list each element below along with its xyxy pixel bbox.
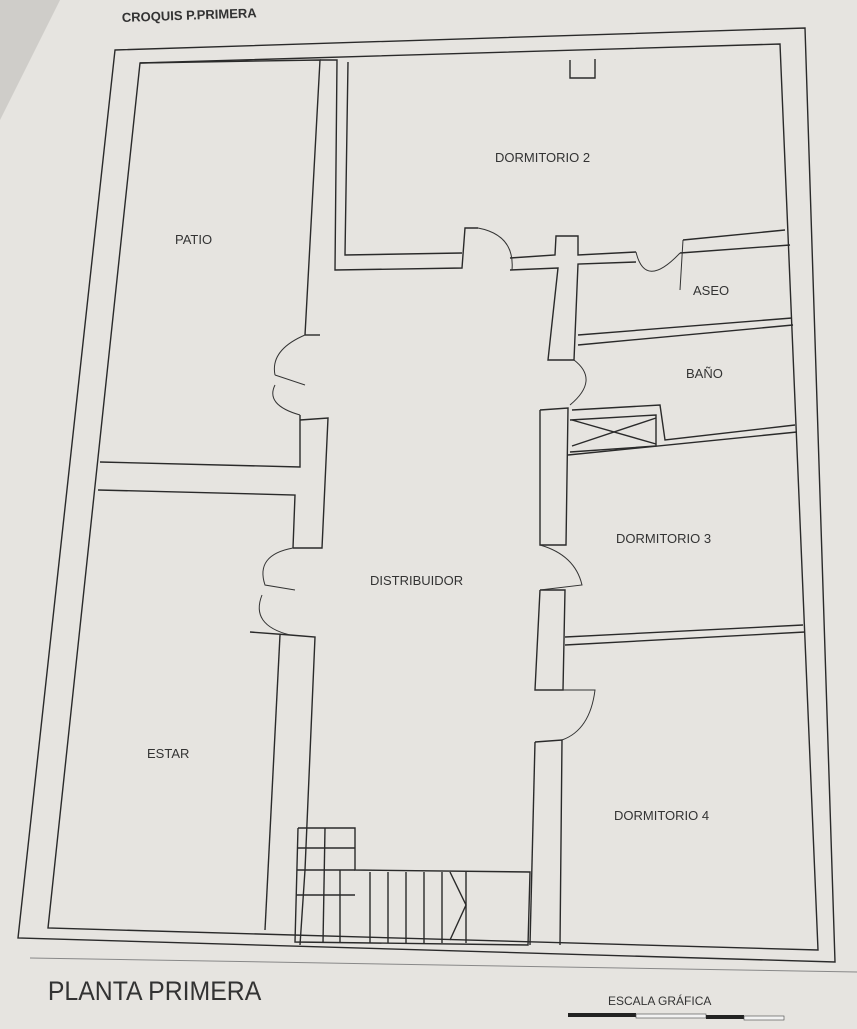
title-rule [29, 957, 857, 973]
room-label-dormitorio-2: DORMITORIO 2 [495, 150, 590, 165]
graphic-scale: ESCALA GRÁFICA [568, 993, 785, 1021]
room-label-aseo: ASEO [693, 283, 729, 298]
doors [258, 227, 684, 741]
room-label-dormitorio-4: DORMITORIO 4 [614, 808, 709, 823]
room-walls [97, 59, 806, 946]
sheet-header: CROQUIS P.PRIMERA [122, 5, 258, 25]
room-label-estar: ESTAR [147, 746, 189, 761]
room-label-patio: PATIO [175, 232, 212, 247]
staircase [294, 827, 531, 946]
room-labels: PATIO DORMITORIO 2 ASEO BAÑO DISTRIBUIDO… [147, 150, 729, 823]
room-label-distribuidor: DISTRIBUIDOR [370, 573, 463, 588]
outer-walls [17, 27, 836, 963]
scale-label: ESCALA GRÁFICA [608, 993, 711, 1008]
plan-title: PLANTA PRIMERA [48, 977, 262, 1006]
room-label-dormitorio-3: DORMITORIO 3 [616, 531, 711, 546]
paper-shadow [0, 0, 60, 120]
room-label-bano: BAÑO [686, 366, 723, 381]
